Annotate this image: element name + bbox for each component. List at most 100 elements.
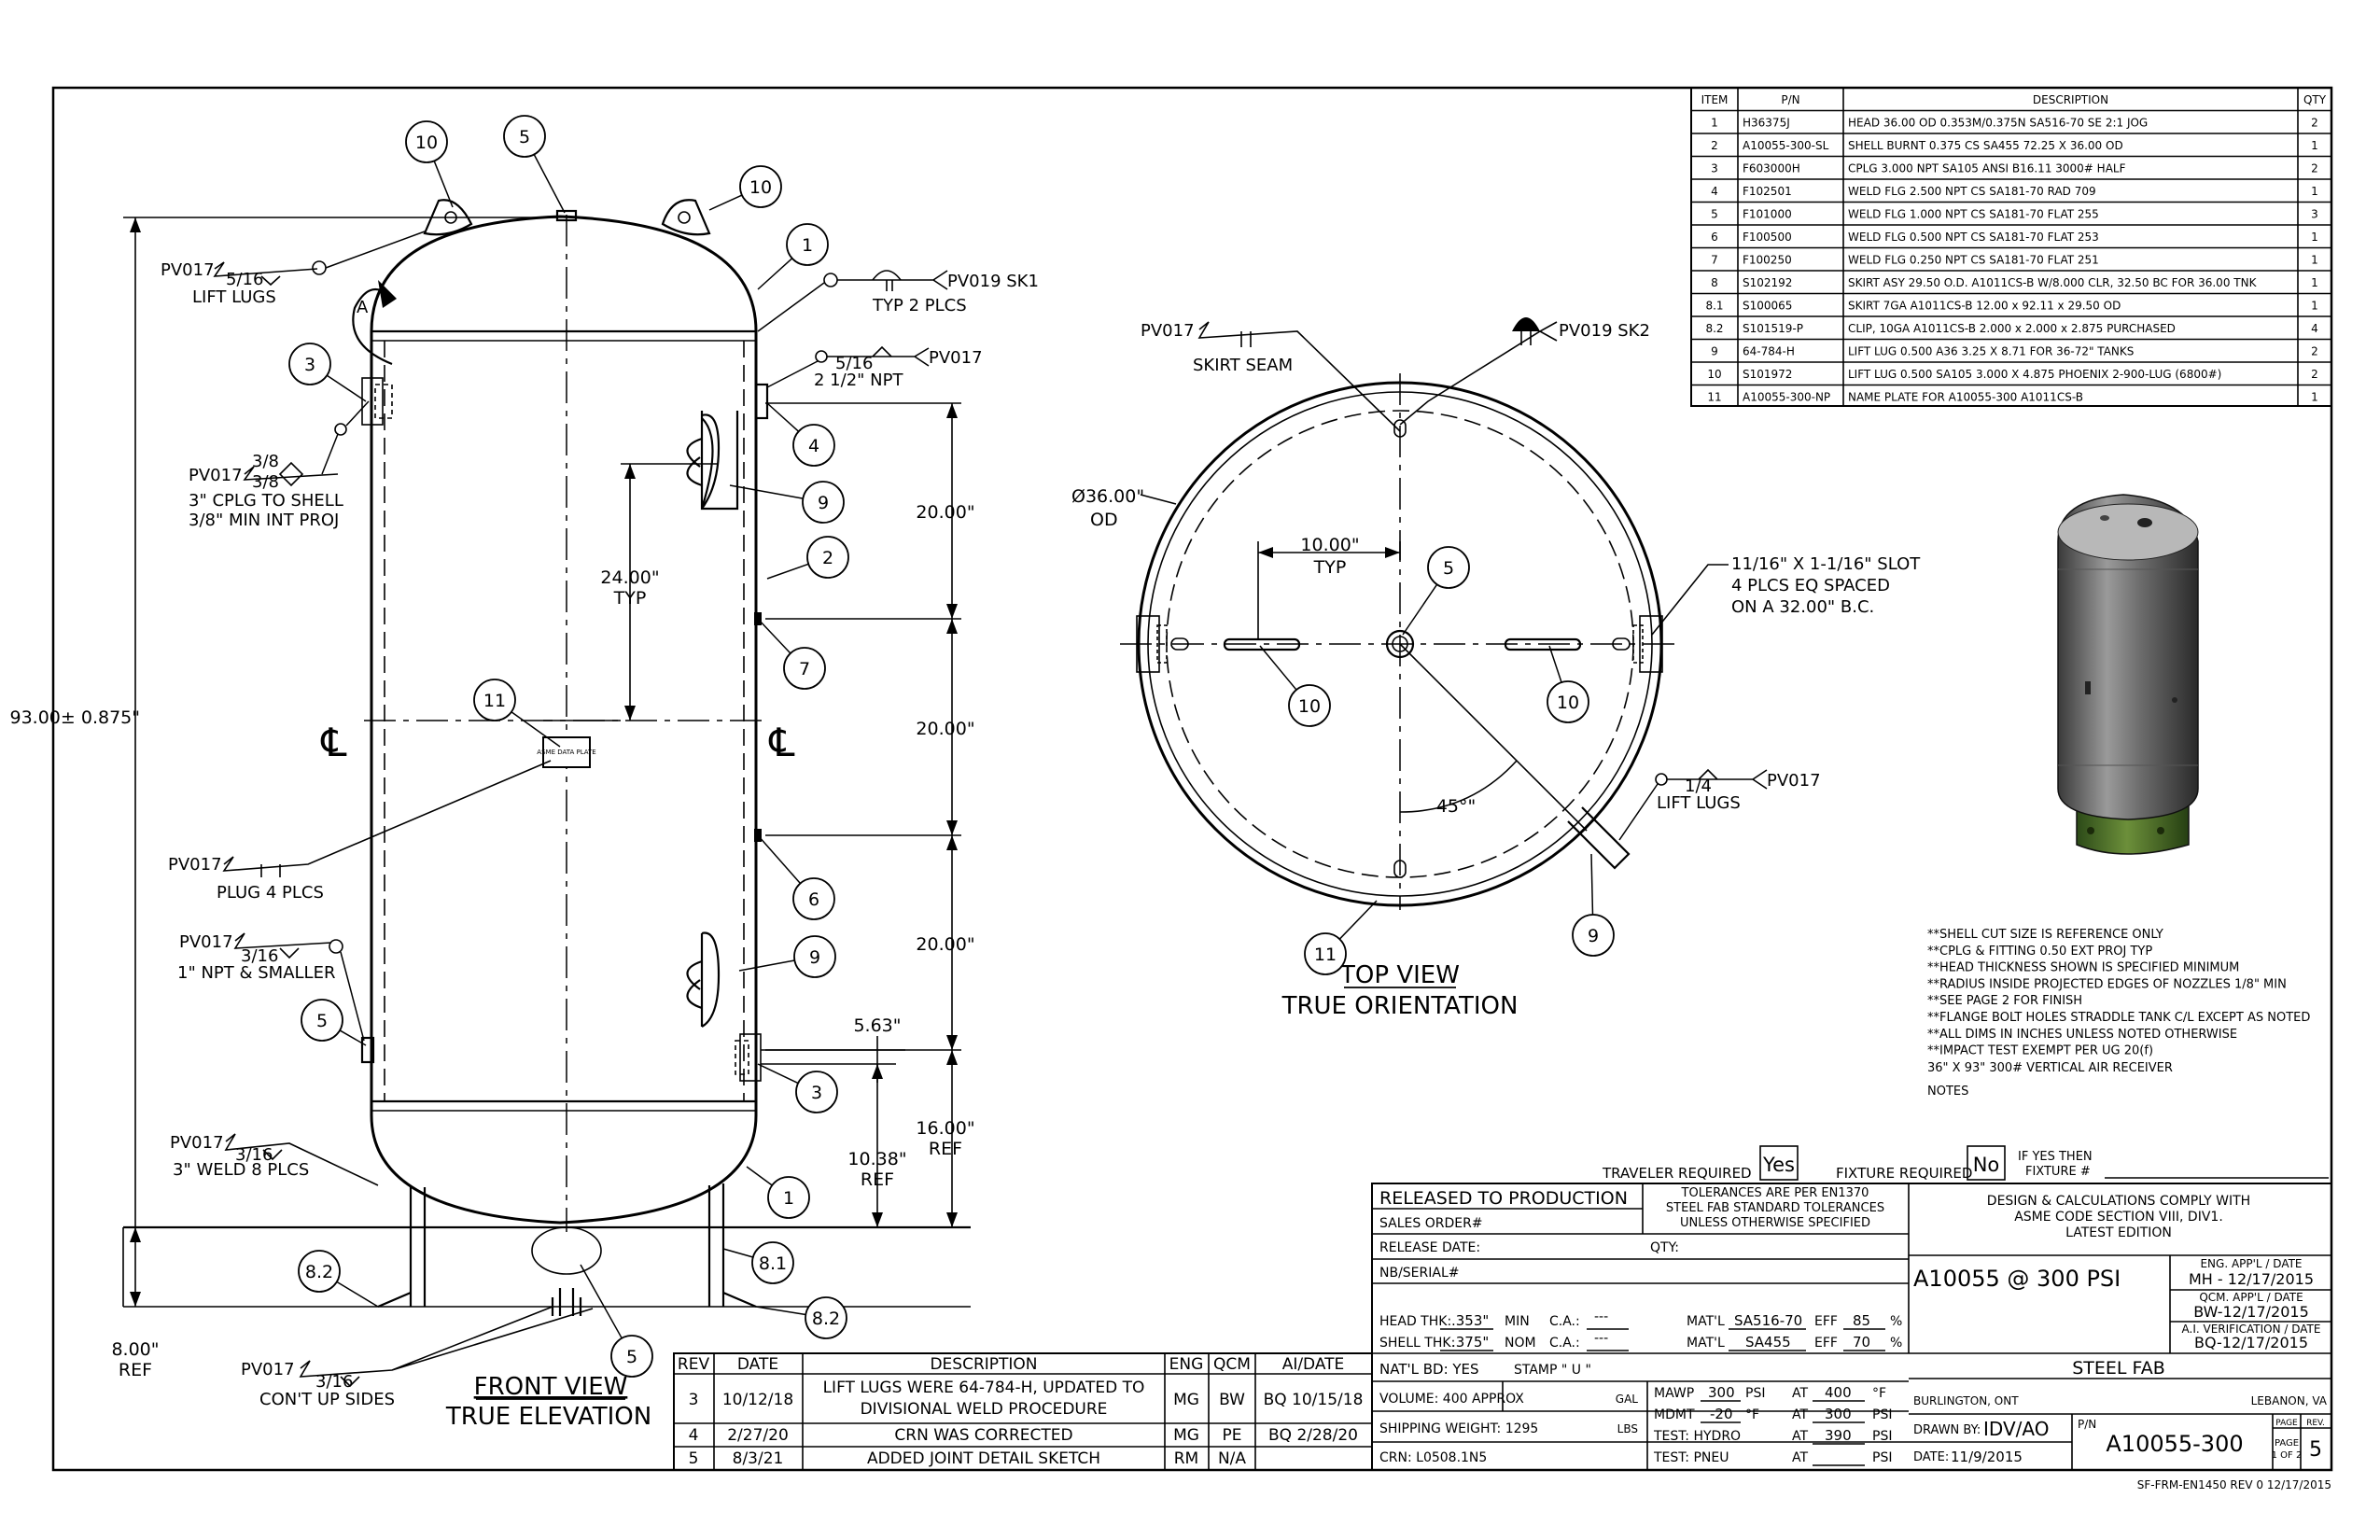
bom-header: P/N [1781, 93, 1799, 106]
coupling-upper [361, 377, 384, 426]
svg-text:3/8: 3/8 [252, 452, 279, 471]
svg-text:MDMT: MDMT [1654, 1407, 1695, 1422]
svg-text:3/16: 3/16 [241, 946, 278, 966]
svg-text:LIFT LUGS: LIFT LUGS [192, 287, 276, 307]
lift-lug-9-upper [686, 411, 739, 511]
svg-text:QCM. APP'L / DATE: QCM. APP'L / DATE [2199, 1291, 2303, 1304]
bom-cell: 2 [2311, 345, 2318, 358]
svg-text:HEAD THK:: HEAD THK: [1379, 1314, 1451, 1329]
svg-text:SA516-70: SA516-70 [1734, 1312, 1802, 1329]
svg-text:3/8: 3/8 [252, 472, 279, 492]
svg-text:.353": .353" [1451, 1312, 1489, 1329]
item-balloon-number: 5 [626, 1347, 637, 1367]
item-balloon-number: 10 [1557, 693, 1579, 713]
bom-cell: SKIRT ASY 29.50 O.D. A1011CS-B W/8.000 C… [1848, 276, 2258, 289]
svg-text:°F: °F [1872, 1386, 1886, 1401]
svg-text:4 PLCS EQ SPACED: 4 PLCS EQ SPACED [1731, 576, 1890, 595]
revision-cell: BQ 2/28/20 [1268, 1426, 1358, 1445]
dim-low-2: 16.00" [916, 1118, 974, 1139]
svg-text:LIFT LUGS: LIFT LUGS [1657, 793, 1741, 813]
svg-text:PV017: PV017 [168, 855, 222, 875]
revision-header: AI/DATE [1282, 1355, 1345, 1374]
note-line: **HEAD THICKNESS SHOWN IS SPECIFIED MINI… [1927, 961, 2239, 975]
item-balloon [1427, 546, 1470, 589]
svg-text:TRAVELER REQUIRED: TRAVELER REQUIRED [1602, 1165, 1752, 1182]
dim-overall: 93.00± 0.875" [10, 707, 141, 728]
bom-cell: S101519-P [1743, 322, 1803, 335]
general-notes: **SHELL CUT SIZE IS REFERENCE ONLY**CPLG… [1927, 928, 2310, 1099]
bom-cell: 1 [2311, 254, 2318, 267]
svg-text:SHIPPING WEIGHT: 1295: SHIPPING WEIGHT: 1295 [1379, 1421, 1538, 1436]
revision-cell: 8/3/21 [733, 1449, 784, 1468]
svg-text:1/4: 1/4 [1685, 777, 1712, 796]
item-balloon-number: 3 [811, 1083, 822, 1103]
bom-cell: A10055-300-NP [1743, 391, 1830, 404]
bom-cell: 8 [1711, 276, 1718, 289]
bom-cell: F102501 [1743, 185, 1792, 198]
bom-cell: LIFT LUG 0.500 SA105 3.000 X 4.875 PHOEN… [1848, 368, 2221, 381]
note-line: **SEE PAGE 2 FOR FINISH [1927, 994, 2082, 1008]
dim-skirt: 8.00" [111, 1339, 159, 1360]
svg-text:3" CPLG TO SHELL: 3" CPLG TO SHELL [189, 491, 343, 511]
bom-cell: CPLG 3.000 NPT SA105 ANSI B16.11 3000# H… [1848, 162, 2126, 175]
svg-text:C.A.:: C.A.: [1549, 1336, 1580, 1351]
svg-text:SF-FRM-EN1450 REV 0 12/17/201: SF-FRM-EN1450 REV 0 12/17/2015 [2137, 1478, 2331, 1491]
item-balloon [473, 679, 516, 721]
bom-cell: 64-784-H [1743, 345, 1795, 358]
item-balloon [1547, 680, 1589, 723]
note-line: **CPLG & FITTING 0.50 EXT PROJ TYP [1927, 945, 2152, 959]
front-view-title: FRONT VIEW [474, 1373, 628, 1401]
bom-cell: F603000H [1743, 162, 1800, 175]
item-balloon [1304, 932, 1347, 975]
item-balloon-number: 5 [519, 127, 530, 147]
notes-label: NOTES [1927, 1085, 1968, 1099]
item-balloon-number: 10 [1298, 696, 1321, 717]
svg-text:PV017: PV017 [179, 932, 233, 952]
svg-text:NB/SERIAL#: NB/SERIAL# [1379, 1266, 1460, 1281]
bom-cell: HEAD 36.00 OD 0.353M/0.375N SA516-70 SE … [1848, 117, 2148, 130]
item-balloon-number: 1 [783, 1188, 794, 1209]
svg-text:A.I. VERIFICATION / DATE: A.I. VERIFICATION / DATE [2182, 1323, 2321, 1336]
svg-text:ON A 32.00" B.C.: ON A 32.00" B.C. [1731, 597, 1874, 617]
svg-text:PV017: PV017 [1141, 321, 1195, 341]
note-line: **FLANGE BOLT HOLES STRADDLE TANK C/L EX… [1927, 1011, 2310, 1025]
item-balloon-number: 4 [808, 436, 819, 456]
lift-lug-left [423, 199, 473, 236]
bom-cell: 8.1 [1705, 300, 1723, 313]
item-balloon [786, 223, 829, 266]
bom-cell: SHELL BURNT 0.375 CS SA455 72.25 X 36.00… [1848, 139, 2123, 152]
bom-cell: 1 [2311, 231, 2318, 244]
bottom-drain [551, 1288, 582, 1316]
svg-text:RELEASED TO PRODUCTION: RELEASED TO PRODUCTION [1379, 1188, 1628, 1209]
svg-text:5/16: 5/16 [835, 354, 873, 373]
svg-text:70: 70 [1853, 1334, 1870, 1351]
lug-slot-right [1504, 637, 1582, 651]
svg-text:390: 390 [1825, 1427, 1852, 1444]
bom-cell: 10 [1707, 368, 1721, 381]
item-balloon [783, 647, 826, 690]
svg-text:TOLERANCES ARE PER EN1370: TOLERANCES ARE PER EN1370 [1681, 1186, 1869, 1200]
item-balloon-number: 8.1 [759, 1253, 787, 1274]
revision-number: 5 [2309, 1438, 2322, 1462]
bom-cell: A10055-300-SL [1743, 139, 1829, 152]
svg-text:P/N: P/N [2078, 1418, 2096, 1431]
svg-text:STEEL FAB STANDARD TOLERANCES: STEEL FAB STANDARD TOLERANCES [1666, 1201, 1884, 1215]
bom-cell: LIFT LUG 0.500 A36 3.25 X 8.71 FOR 36-72… [1848, 345, 2134, 358]
svg-text:ASME CODE SECTION VIII, DIV1.: ASME CODE SECTION VIII, DIV1. [2014, 1210, 2223, 1225]
bom-cell: 5 [1711, 208, 1718, 221]
revision-header: ENG [1169, 1355, 1204, 1374]
revision-header: QCM [1213, 1355, 1251, 1374]
item-balloon [739, 165, 782, 208]
name-plate-text: ASME DATA PLATE [537, 749, 595, 756]
svg-text:3/8" MIN INT PROJ: 3/8" MIN INT PROJ [189, 511, 339, 530]
front-view-subtitle: TRUE ELEVATION [445, 1403, 651, 1431]
svg-text:EFF: EFF [1814, 1336, 1838, 1351]
revision-cell: 2/27/20 [727, 1426, 789, 1445]
svg-text:NAT'L BD: YES: NAT'L BD: YES [1379, 1361, 1479, 1378]
model-title: A10055 @ 300 PSI [1913, 1266, 2121, 1292]
dim-lug-typ: TYP [613, 588, 647, 609]
item-balloon [288, 343, 331, 385]
item-balloon [793, 935, 836, 978]
revision-cell: PE [1223, 1426, 1242, 1445]
svg-text:DRAWN BY:: DRAWN BY: [1913, 1423, 1981, 1437]
